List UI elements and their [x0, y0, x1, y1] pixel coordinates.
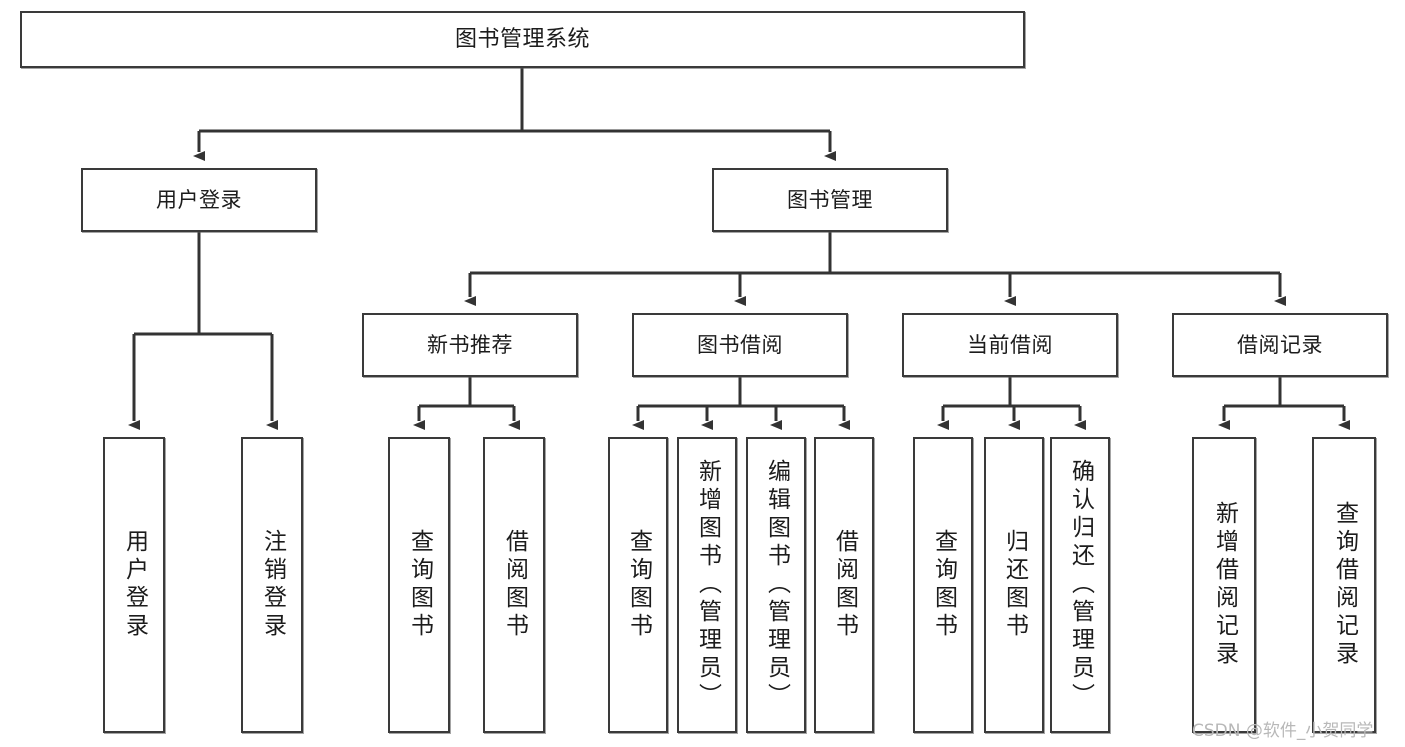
- leaf-add-book-admin-label: 新增图书（管理员）: [694, 459, 721, 711]
- node-new-book-recommendation[interactable]: 新书推荐: [362, 313, 578, 377]
- leaf-borrow-book-rec-label: 借阅图书: [501, 529, 528, 641]
- node-book-management-label: 图书管理: [787, 187, 873, 212]
- node-current-borrow-label: 当前借阅: [967, 332, 1053, 357]
- leaf-borrow-book[interactable]: 借阅图书: [814, 437, 874, 733]
- leaf-query-book-rec-label: 查询图书: [406, 529, 433, 641]
- leaf-logout[interactable]: 注销登录: [241, 437, 303, 733]
- node-new-book-recommendation-label: 新书推荐: [427, 332, 513, 357]
- leaf-logout-label: 注销登录: [259, 529, 286, 641]
- leaf-query-book-current[interactable]: 查询图书: [913, 437, 973, 733]
- node-book-borrow-label: 图书借阅: [697, 332, 783, 357]
- node-root-label: 图书管理系统: [454, 26, 590, 52]
- leaf-add-book-admin[interactable]: 新增图书（管理员）: [677, 437, 737, 733]
- node-root[interactable]: 图书管理系统: [20, 11, 1025, 68]
- leaf-query-book-current-label: 查询图书: [930, 529, 957, 641]
- leaf-query-book-rec[interactable]: 查询图书: [388, 437, 450, 733]
- watermark-text: CSDN @软件_小贺同学: [1192, 721, 1374, 741]
- leaf-user-login[interactable]: 用户登录: [103, 437, 165, 733]
- leaf-return-book-label: 归还图书: [1001, 529, 1028, 641]
- node-current-borrow[interactable]: 当前借阅: [902, 313, 1118, 377]
- node-borrow-record-label: 借阅记录: [1237, 332, 1323, 357]
- node-book-borrow[interactable]: 图书借阅: [632, 313, 848, 377]
- leaf-query-borrow-record[interactable]: 查询借阅记录: [1312, 437, 1376, 733]
- node-user-login-label: 用户登录: [156, 187, 242, 212]
- node-user-login[interactable]: 用户登录: [81, 168, 317, 232]
- leaf-confirm-return-admin[interactable]: 确认归还（管理员）: [1050, 437, 1110, 733]
- leaf-borrow-book-label: 借阅图书: [831, 529, 858, 641]
- node-book-management[interactable]: 图书管理: [712, 168, 948, 232]
- leaf-query-book-borrow[interactable]: 查询图书: [608, 437, 668, 733]
- leaf-borrow-book-rec[interactable]: 借阅图书: [483, 437, 545, 733]
- leaf-confirm-return-admin-label: 确认归还（管理员）: [1067, 459, 1094, 711]
- leaf-edit-book-admin[interactable]: 编辑图书（管理员）: [746, 437, 806, 733]
- leaf-query-book-borrow-label: 查询图书: [625, 529, 652, 641]
- leaf-query-borrow-record-label: 查询借阅记录: [1331, 501, 1358, 669]
- leaf-return-book[interactable]: 归还图书: [984, 437, 1044, 733]
- leaf-add-borrow-record-label: 新增借阅记录: [1211, 501, 1238, 669]
- node-borrow-record[interactable]: 借阅记录: [1172, 313, 1388, 377]
- leaf-edit-book-admin-label: 编辑图书（管理员）: [763, 459, 790, 711]
- leaf-add-borrow-record[interactable]: 新增借阅记录: [1192, 437, 1256, 733]
- leaf-user-login-label: 用户登录: [121, 529, 148, 641]
